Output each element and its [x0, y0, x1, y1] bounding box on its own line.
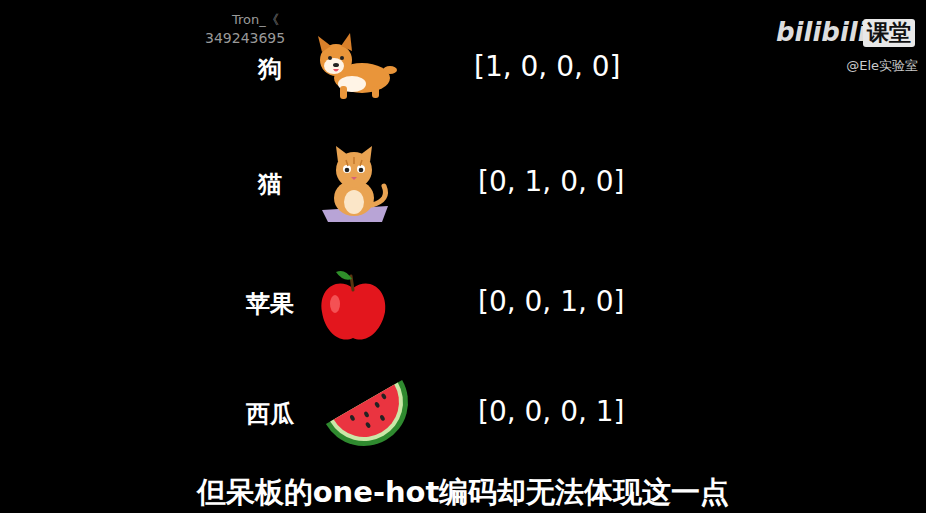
watermark-id: 349243695 [205, 30, 285, 46]
watermark-user: Tron_《 [232, 13, 279, 28]
channel-name: @Ele实验室 [846, 59, 918, 74]
item-word: 苹果 [246, 291, 294, 319]
onehot-vector: [1, 0, 0, 0] [474, 51, 621, 83]
cat-icon [322, 146, 388, 222]
item-word: 猫 [258, 171, 282, 199]
watermelon-icon [326, 380, 424, 462]
brand-logo: bilibili [776, 18, 867, 48]
onehot-vector: [0, 0, 1, 0] [478, 286, 625, 318]
subtitle-caption: 但呆板的one-hot编码却无法体现这一点 [197, 476, 730, 509]
onehot-vector: [0, 1, 0, 0] [478, 166, 625, 198]
brand-tag: 课堂 [863, 19, 915, 46]
onehot-vector: [0, 0, 0, 1] [478, 396, 625, 428]
item-word: 狗 [258, 56, 282, 84]
item-word: 西瓜 [246, 401, 294, 429]
apple-icon [321, 271, 385, 340]
corgi-icon [318, 33, 397, 99]
